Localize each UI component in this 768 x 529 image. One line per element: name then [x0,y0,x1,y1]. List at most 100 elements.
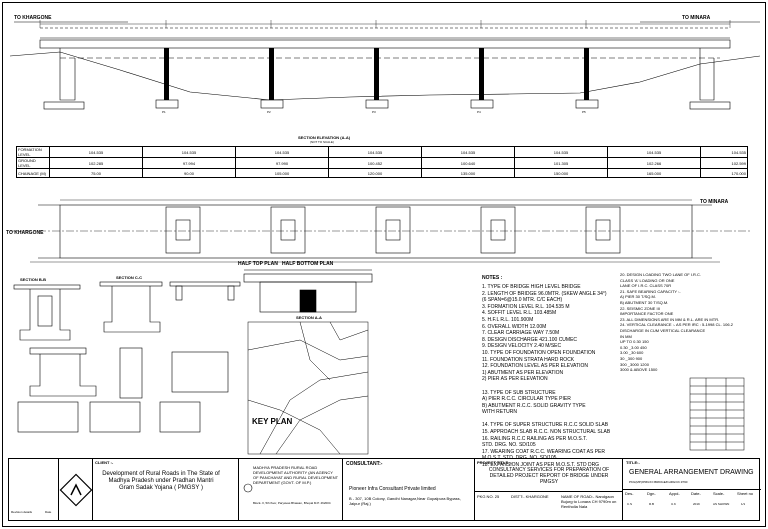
note-line: 0.30 _3.00 450 [620,344,647,350]
approved-label: Appd- [669,491,680,496]
elevation-right-direction: TO MINARA [682,15,711,21]
revision-label: Revision details [11,510,33,514]
note-line: 21. SAFE BEARING CAPACITY :- [620,288,681,294]
elevation-left-direction: TO KHARGONE [14,15,52,21]
note-line: 4. SOFFIT LEVEL R.L. 103.485M [482,310,557,317]
note-line: WITH RETURN [482,409,517,416]
note-line: 5. H.F.L R.L. 101.900M [482,316,534,323]
authority-text: MADHYA PRADESH RURAL ROAD DEVELOPMENT AU… [253,465,338,485]
client-cell: CLIENT :- Development of Rural Roads in … [93,459,239,520]
drawing-number: PKG(MP)/PMGSY-BRIDGE/KHRG/Ch.9790 [629,480,688,484]
title-block: Revision details Date CLIENT :- Developm… [8,458,761,521]
levels-table: FORMATION LEVEL 104.535 104.535 104.535 … [16,146,748,178]
note-line: (6 SPAN=6@15.0 MTR. C/C EACH) [482,297,563,304]
plan-drawing [10,199,750,263]
note-line: 6. OVERALL WIDTH 12.00M [482,323,547,330]
scale-value: AS SHOWN [713,502,730,506]
scale-label: Scale- [713,491,725,496]
designer-value: C.S [627,502,633,506]
note-line: UP TO 0.30 150 [620,339,649,345]
note-line: 23. ALL DIMENSIONS ARE IN MM & R.L. ARE … [620,316,720,322]
note-line: A) PIER 30 T/SQ.M. [620,294,656,300]
note-line: LANE OF I.R.C. CLASS 70R [620,283,672,289]
title-label: TITLE:- [626,460,640,465]
project-title: CONSULTANCY SERVICES FOR PREPARATION OF … [488,467,610,485]
logo-cell [59,459,93,520]
elevation-drawing [9,20,761,110]
notes-right-list: 20. DESIGN LOADING TWO LANE OF I.R.C. CL… [620,272,733,373]
note-line: 10. TYPE OF FOUNDATION OPEN FOUNDATION [482,349,596,356]
note-line: IMPORTANCE FACTOR ONE [620,311,674,317]
note-line: 11. FOUNDATION STRATA HARD ROCK [482,356,575,363]
key-plan-label: KEY PLAN [252,417,293,426]
note-line: 18. EXPANSION JOINT AS PER M.O.S.T. STD … [482,462,600,469]
draughtsman-value: R.B [649,502,655,506]
sheet-label: Sheet no [737,491,754,496]
consultant-name: Pioneer Infra Consultant Private limited [349,486,436,492]
note-line: 30 _300 900 [620,355,643,361]
note-line: B) ABUTMENT 30 T/SQ.M. [620,299,669,305]
project-label: PROJECT TITLE :- [477,460,512,465]
bar-schedule-table [689,377,745,451]
note-line: 3000 & ABOVE 1500 [620,367,658,373]
drawing-title: GENERAL ARRANGEMENT DRAWING [629,469,754,476]
pier-label: P5 [582,110,586,114]
note-line: 24. VERTICAL CLEARANCE :- AS PER IRC : 5… [620,322,733,328]
note-line: 16. RAILING R.C.C RAILING AS PER M.O.S.T… [482,435,588,442]
note-line: 1. TYPE OF BRIDGE HIGH LEVEL BRIDGE [482,284,581,290]
date-field-value: 2019 [693,502,700,506]
revision-cell: Revision details Date [9,459,59,520]
date-label: Date [45,510,52,514]
note-line: B) ABUTMENT R.C.C. SOLID GRAVITY TYPE [482,402,586,409]
consultant-label: CONSULTANT:- [346,461,383,467]
note-line: 14. TYPE OF SUPER STRUCTURE R.C.C SOLID … [482,422,609,429]
note-line: CLASS 'A' LOADING OR ONE [620,277,675,283]
notes-left-list: 1. TYPE OF BRIDGE HIGH LEVEL BRIDGE 2. L… [482,284,610,469]
half-bottom-plan-label: HALF BOTTOM PLAN [282,261,334,267]
designer-label: Des- [625,491,634,496]
project-cell: PROJECT TITLE :- CONSULTANCY SERVICES FO… [475,459,623,520]
elevation-subtitle: (NOT TO SCALE) [310,140,334,144]
key-plan-map [247,321,369,455]
note-line: 300 _3000 1200 [620,361,649,367]
approved-value: U.K [671,502,677,506]
client-text: Development of Rural Roads in The State … [102,471,220,491]
pier-label: P3 [372,110,376,114]
date-field-label: Date- [691,491,701,496]
table-cell: 170.000 [700,168,748,178]
pier-label: P1 [162,110,166,114]
authority-seal-icon [243,483,253,493]
table-row: CHAINAGE (M) 75.00 90.00 105.000 120.000… [16,168,748,178]
note-line: 12. FOUNDATION LEVEL AS PER ELEVATION [482,363,588,370]
note-line: IN MM [620,333,632,339]
note-line: 3. FORMATION LEVEL R.L. 104.535 M [482,303,570,310]
consultant-address: B - 307, 10B Colony, Gandhi Nanagar,Near… [349,496,461,506]
notes-heading: NOTES : [482,275,503,281]
client-label: CLIENT :- [95,460,114,465]
elevation-title: SECTION ELEVATION (A-A) [298,135,351,140]
note-line: DISCHARGE IN CUM VERTICAL CLEARANCE [620,327,706,333]
draughtsman-label: Dgn- [647,491,656,496]
note-line: 13. TYPE OF SUB STRUCTURE [482,389,556,396]
pmgsy-logo-icon [59,473,93,507]
note-line: A) PIER R.C.C. CIRCULAR TYPE PIER [482,396,571,403]
note-line: 2) PIER AS PER ELEVATION [482,376,548,383]
note-line: 9. DESIGN VELOCITY 2.40 M/SEC [482,343,562,350]
pkg-no: PKG NO. 25 [477,494,500,499]
section-bb-label: SECTION B-B [20,277,46,282]
table-cell: 102.599 [700,157,748,169]
detail-sections [13,269,373,433]
district: DISTT:- KHARGONE [511,494,549,499]
note-line: 7. CLEAR CARRIAGE WAY 7.50M [482,330,560,337]
plan-right-direction: TO MINARA [700,199,729,205]
note-line: 8. DESIGN DISCHARGE 421.100 CUMEC [482,336,578,343]
half-top-plan-label: HALF TOP PLAN [238,261,278,267]
note-line: 1) ABUTMENT AS PER ELEVATION [482,369,564,376]
note-line: 22. SEISMIC ZONE III [620,305,660,311]
note-line: 3.00 _30 600 [620,350,644,356]
note-line: STD. DRG. NO. SD/105 [482,442,536,449]
consultant-cell: CONSULTANT:- Pioneer Infra Consultant Pr… [343,459,475,520]
note-line: 17. WEARING COAT R.C.C. WEARING COAT AS … [482,448,605,455]
drawing-title-cell: TITLE:- GENERAL ARRANGEMENT DRAWING PKG(… [623,459,761,520]
